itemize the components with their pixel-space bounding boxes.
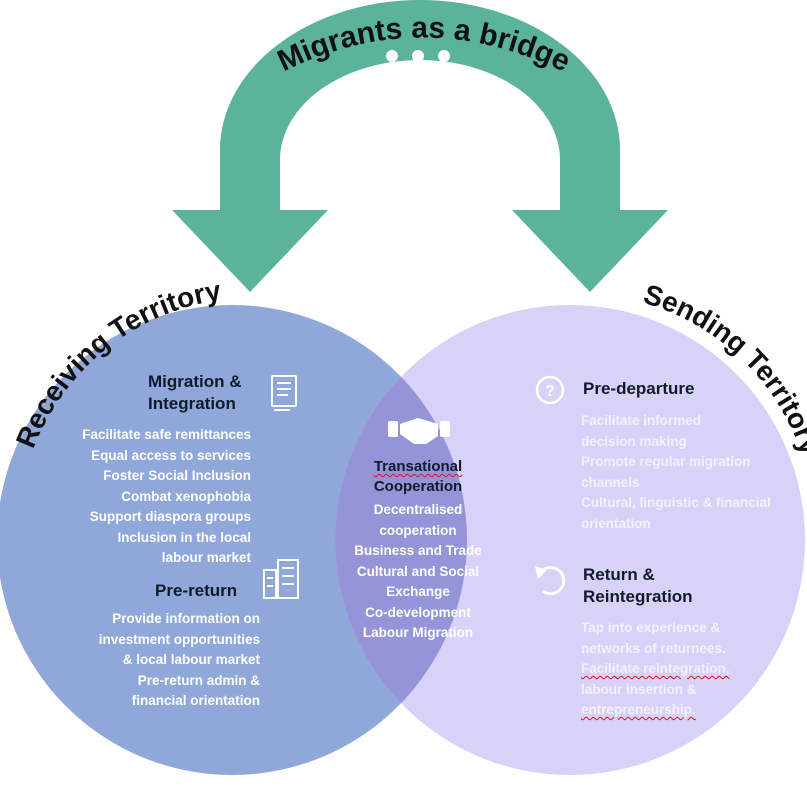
list-item: Foster Social Inclusion xyxy=(103,468,251,483)
list-item: Pre-return admin & xyxy=(137,672,260,688)
list-item: Co-development xyxy=(365,604,471,620)
list-item: Tap into experience & xyxy=(581,620,721,635)
cooperation-heading: Transational Cooperation xyxy=(346,457,490,497)
return-arrow-icon xyxy=(535,566,566,596)
heading-line: Reintegration xyxy=(583,587,693,606)
pre-return-heading: Pre-return xyxy=(155,581,238,600)
handshake-icon xyxy=(388,418,450,444)
list-item: decision making xyxy=(581,433,687,449)
list-item: Decentralised xyxy=(373,502,463,517)
list-item: orientation xyxy=(581,515,651,531)
receiving-territory-circle xyxy=(0,305,467,775)
list-item: Facilitate reintegration, xyxy=(581,661,730,676)
return-reintegration-heading: Return & Reintegration xyxy=(583,564,693,608)
list-item: financial orientation xyxy=(131,693,260,708)
heading-line: Return & xyxy=(583,565,655,584)
people-icon xyxy=(376,50,460,100)
pre-return-list: Provide information on investment opport… xyxy=(99,609,260,712)
sending-territory-circle xyxy=(335,305,805,775)
list-item: entrepreneurship. xyxy=(581,702,696,717)
heading-line: Cooperation xyxy=(373,478,463,495)
list-item: Cultural, linguistic & financial xyxy=(581,495,771,510)
cooperation-list: Decentralised cooperation Business and T… xyxy=(336,500,500,644)
migration-integration-list: Facilitate safe remittances Equal access… xyxy=(82,425,251,569)
list-item: & local labour market xyxy=(122,652,260,667)
list-item: Business and Trade xyxy=(354,543,482,558)
list-item: Support diaspora groups xyxy=(89,509,251,524)
list-item: labour insertion & xyxy=(581,681,697,697)
list-item: Provide information on xyxy=(112,611,260,626)
list-item: Equal access to services xyxy=(91,447,251,463)
list-item: Facilitate safe remittances xyxy=(82,427,251,442)
right-arrow-head xyxy=(512,210,668,292)
list-item: investment opportunities xyxy=(98,631,260,647)
list-item: channels xyxy=(581,474,640,490)
heading-line: Transational xyxy=(373,458,463,475)
question-icon: ? xyxy=(535,375,565,405)
document-icon xyxy=(271,375,297,411)
list-item: Inclusion in the local xyxy=(117,529,251,545)
list-item: Promote regular migration xyxy=(581,454,751,469)
bridge-arc xyxy=(220,0,620,210)
list-item: Combat xenophobia xyxy=(121,488,251,504)
heading-line: Migration & xyxy=(148,372,242,391)
return-reintegration-list: Tap into experience & networks of return… xyxy=(581,618,730,721)
list-item: cooperation xyxy=(379,522,457,538)
left-arrow-head xyxy=(172,210,328,292)
heading-line: Integration xyxy=(148,394,236,413)
pre-departure-list: Facilitate informed decision making Prom… xyxy=(581,411,771,534)
migration-integration-heading: Migration & Integration xyxy=(148,371,242,415)
buildings-icon xyxy=(263,559,299,599)
list-item: networks of returnees. xyxy=(581,640,726,656)
list-item: Exchange xyxy=(386,584,450,599)
list-item: Labour Migration xyxy=(362,625,474,640)
svg-text:?: ? xyxy=(545,383,555,400)
list-item: Facilitate informed xyxy=(581,413,702,428)
list-item: Cultural and Social xyxy=(356,563,480,579)
pre-departure-heading: Pre-departure xyxy=(583,379,695,398)
list-item: labour market xyxy=(161,550,251,565)
